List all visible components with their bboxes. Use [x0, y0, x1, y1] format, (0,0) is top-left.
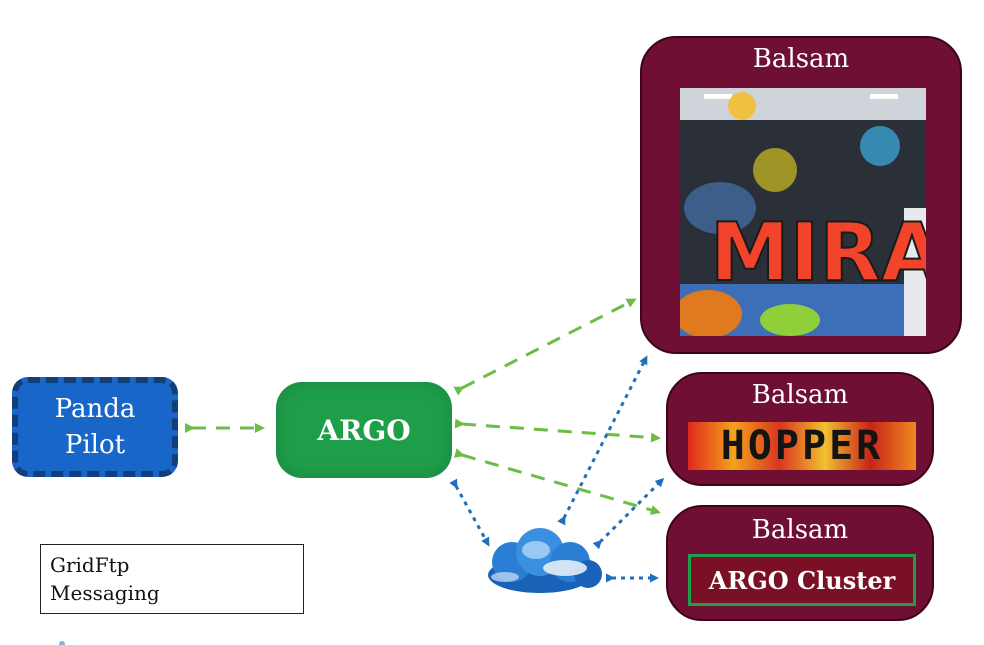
- legend-gridftp-label: GridFtp: [50, 553, 130, 577]
- gridftp-arrow-argo-cloud: [449, 478, 490, 547]
- panda-pilot-line1: Panda: [54, 394, 136, 424]
- balsam-mira-title: Balsam: [752, 44, 850, 74]
- argo-node: ARGO: [276, 382, 452, 478]
- messaging-arrow-argo-cluster: [453, 448, 661, 515]
- hopper-label: HOPPER: [720, 423, 884, 469]
- hopper-logo: HOPPER: [688, 422, 916, 470]
- balsam-mira-node: Balsam MIRA: [640, 36, 962, 354]
- argo-cluster-box: ARGO Cluster: [688, 554, 916, 606]
- balsam-cluster-title: Balsam: [751, 515, 849, 545]
- legend: GridFtp Messaging: [40, 544, 304, 614]
- argo-label: ARGO: [317, 413, 411, 447]
- balsam-hopper-node: Balsam HOPPER: [666, 372, 934, 486]
- panda-pilot-node: Panda Pilot: [12, 377, 178, 477]
- argo-cluster-label: ARGO Cluster: [708, 565, 896, 595]
- page-marker-dot: [59, 641, 65, 645]
- gridftp-arrow-cloud-hopper: [592, 477, 665, 550]
- balsam-cluster-node: Balsam ARGO Cluster: [666, 505, 934, 621]
- legend-messaging-label: Messaging: [50, 581, 160, 605]
- panda-pilot-line2: Pilot: [64, 430, 126, 460]
- balsam-hopper-title: Balsam: [751, 380, 849, 410]
- gridftp-arrow-cloud-mira: [557, 355, 648, 526]
- cloud-icon: [488, 528, 602, 593]
- mira-photo: MIRA: [680, 88, 926, 336]
- messaging-arrow-argo-hopper: [454, 418, 661, 443]
- mira-label: MIRA: [710, 206, 926, 299]
- messaging-arrow-argo-mira: [453, 298, 637, 396]
- mira-supercomputer-image: MIRA: [680, 88, 926, 336]
